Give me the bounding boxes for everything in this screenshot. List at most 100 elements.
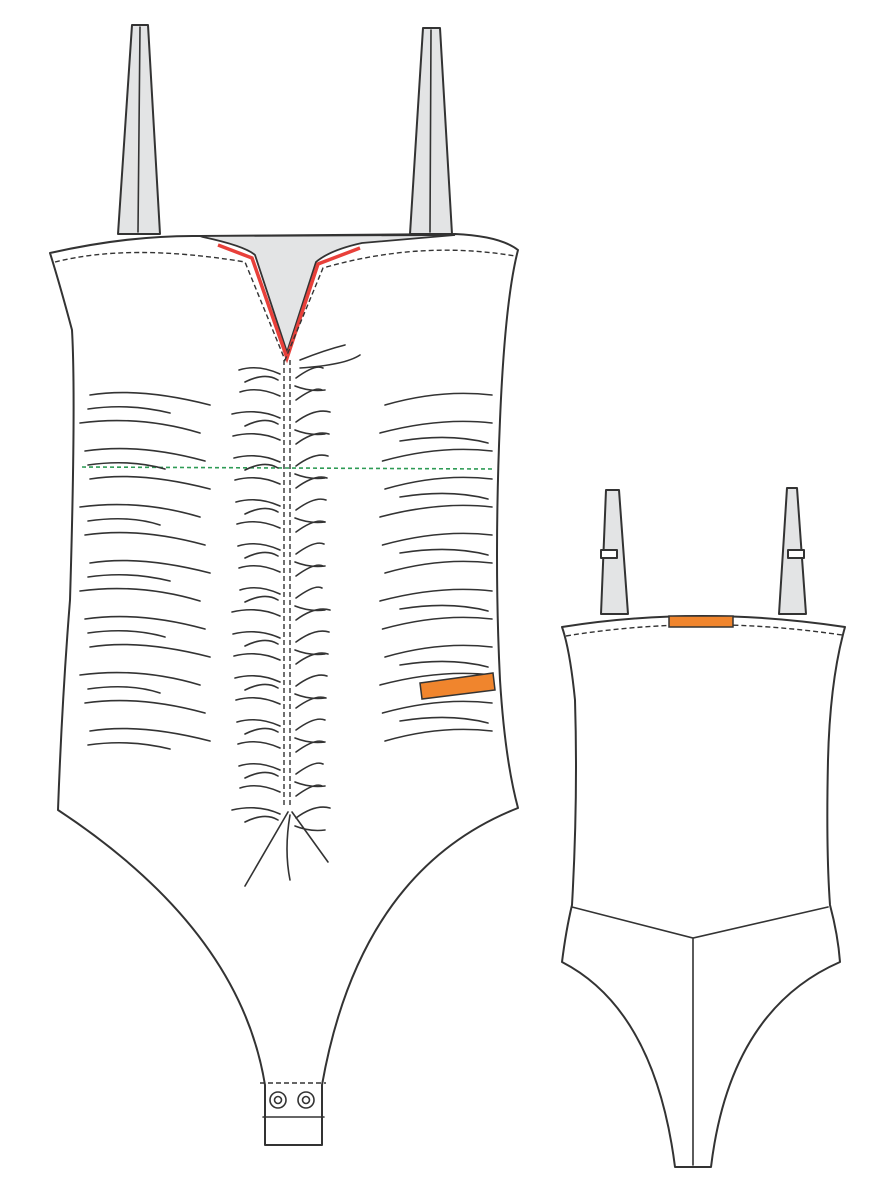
ruching-stroke — [87, 517, 161, 526]
waist-line-marker — [81, 466, 493, 470]
ruching-stroke — [84, 699, 206, 714]
ruching-stroke — [237, 542, 281, 551]
ruching-stroke — [381, 700, 493, 714]
ruching-stroke — [295, 388, 323, 401]
ruching-stroke — [384, 476, 493, 490]
ruching-stroke — [234, 674, 281, 683]
ruching-stroke — [87, 629, 166, 638]
ruching-stroke — [295, 586, 323, 599]
ruching-stroke — [294, 649, 326, 656]
ruching-stroke — [295, 652, 329, 665]
strap-adjuster-icon — [787, 549, 805, 559]
ruching-stroke — [235, 696, 281, 705]
ruching-stroke — [295, 674, 328, 687]
ruching-stroke — [384, 728, 493, 742]
ruching-stroke — [399, 436, 489, 444]
ruching-stroke — [384, 392, 493, 406]
ruching-stroke — [237, 740, 281, 749]
snap-button-icon — [297, 1091, 315, 1109]
ruching-stroke — [89, 727, 211, 742]
ruching-stroke — [238, 762, 281, 771]
ruching-stroke — [244, 811, 289, 887]
ruching-stroke — [233, 652, 281, 661]
ruching-stroke — [384, 644, 493, 658]
ruching-stroke — [89, 559, 211, 574]
ruching-stroke — [295, 410, 331, 423]
ruching-stroke — [244, 771, 279, 779]
ruching-stroke — [89, 643, 211, 658]
strap-adjuster-icon — [600, 549, 618, 559]
ruching-stroke — [295, 454, 329, 467]
ruching-stroke — [286, 814, 291, 881]
ruching-stroke — [399, 492, 489, 500]
ruching-stroke — [238, 366, 281, 375]
ruching-stroke — [87, 573, 171, 582]
ruching-stroke — [79, 419, 201, 434]
ruching-stroke — [291, 811, 329, 863]
ruching-stroke — [294, 605, 326, 612]
ruching-stroke — [294, 429, 326, 436]
ruching-stroke — [84, 447, 206, 462]
ruching-stroke — [299, 354, 361, 369]
ruching-stroke — [244, 507, 279, 515]
ruching-stroke — [294, 693, 326, 700]
neck-trim — [217, 243, 361, 364]
back-tab — [668, 615, 734, 628]
ruching-stroke — [232, 432, 281, 441]
ruching-stroke — [295, 542, 325, 555]
ruching-stroke — [295, 696, 327, 709]
ruching-stroke — [295, 608, 331, 621]
ruching-stroke — [379, 420, 493, 434]
ruching-stroke — [244, 595, 279, 603]
ruching-stroke — [295, 718, 326, 731]
ruching-stroke — [381, 448, 493, 462]
front-side-tab — [419, 672, 496, 700]
ruching-stroke — [399, 660, 489, 668]
ruching-stroke — [236, 718, 281, 727]
back-body — [561, 615, 846, 1168]
ruching-stroke — [295, 630, 330, 643]
ruching-stroke — [399, 548, 489, 556]
neckline-lining — [199, 234, 456, 355]
ruching-stroke — [84, 531, 206, 546]
ruching-stroke — [79, 587, 201, 602]
ruching-stroke — [399, 604, 489, 612]
ruching-stroke — [239, 784, 281, 793]
ruching-stroke — [79, 671, 201, 686]
back-view — [561, 487, 846, 1168]
ruching-stroke — [244, 727, 279, 735]
ruching-stroke — [379, 504, 493, 518]
ruching-stroke — [231, 806, 281, 815]
ruching-stroke — [294, 825, 326, 832]
snap-button-icon — [269, 1091, 287, 1109]
strap-line — [429, 29, 432, 233]
ruching-stroke — [235, 498, 281, 507]
ruching-stroke — [233, 454, 281, 463]
back-seams — [571, 906, 829, 1166]
ruching-stroke — [87, 685, 161, 694]
ruching-stroke — [295, 806, 331, 819]
ruching-stroke — [299, 344, 346, 361]
ruching-lines — [79, 344, 493, 887]
ruching-stroke — [244, 375, 279, 383]
ruching-stroke — [294, 517, 326, 524]
ruching-stroke — [295, 784, 323, 797]
ruching-stroke — [239, 388, 281, 397]
ruching-stroke — [236, 520, 281, 529]
ruching-stroke — [232, 630, 281, 639]
ruching-stroke — [295, 432, 330, 445]
ruching-stroke — [295, 366, 324, 379]
ruching-stroke — [295, 520, 326, 533]
ruching-stroke — [244, 815, 279, 823]
ruching-stroke — [244, 551, 279, 559]
ruching-stroke — [87, 461, 166, 470]
ruching-stroke — [295, 498, 327, 511]
ruching-stroke — [244, 463, 279, 471]
ruching-stroke — [384, 560, 493, 574]
ruching-stroke — [244, 639, 279, 647]
ruching-stroke — [295, 476, 328, 489]
ruching-stroke — [79, 503, 201, 518]
ruching-stroke — [231, 608, 281, 617]
ruching-stroke — [381, 616, 493, 630]
